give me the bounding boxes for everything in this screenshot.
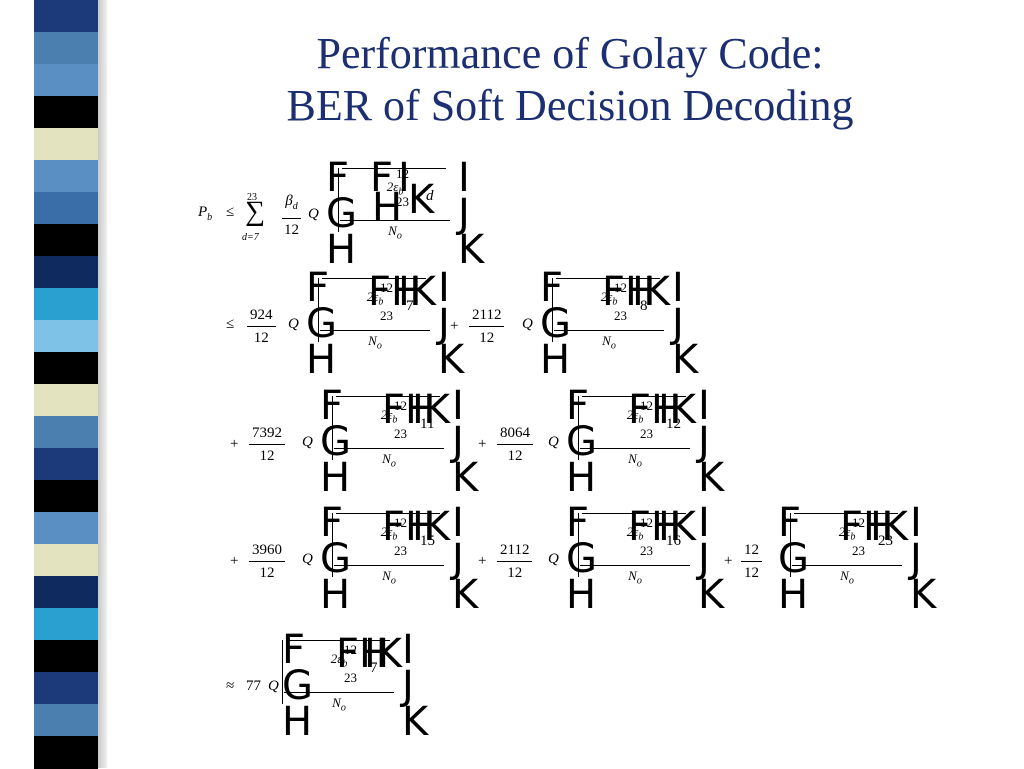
sidebar-stripe — [34, 192, 98, 225]
sidebar-stripe — [34, 160, 98, 193]
sidebar-stripe — [34, 0, 98, 33]
leq-symbol-2: ≤ — [226, 316, 235, 332]
title-line-1: Performance of Golay Code: — [316, 29, 824, 78]
sidebar-stripe — [34, 352, 98, 385]
sidebar-stripe — [34, 96, 98, 129]
sidebar-stripe — [34, 608, 98, 641]
plus-sign-4c: + — [724, 553, 733, 569]
slide-title: Performance of Golay Code: BER of Soft D… — [170, 28, 970, 132]
summation-sign: ∑ — [245, 196, 265, 227]
sum-upper-limit: 23 — [247, 192, 257, 203]
sidebar-stripe — [34, 288, 98, 321]
plus-sign-4b: + — [478, 553, 487, 569]
pb-symbol: Pb — [198, 204, 213, 223]
leq-symbol: ≤ — [226, 204, 235, 220]
sidebar-stripe — [34, 384, 98, 417]
title-line-2: BER of Soft Decision Decoding — [286, 81, 854, 130]
sidebar-stripe — [34, 256, 98, 289]
sidebar-stripe — [34, 576, 98, 609]
plus-sign-3a: + — [230, 436, 239, 452]
sidebar-stripe — [34, 704, 98, 737]
plus-sign-4a: + — [230, 553, 239, 569]
sidebar-stripe — [34, 224, 98, 257]
sidebar-stripe — [34, 672, 98, 705]
plus-sign: + — [450, 318, 459, 334]
sidebar-stripe — [34, 640, 98, 673]
plus-sign-3b: + — [478, 436, 487, 452]
sidebar-stripe — [34, 480, 98, 513]
approx-symbol: ≈ — [226, 678, 235, 694]
coefficient-77: 77 — [246, 678, 261, 694]
sidebar-stripe — [34, 416, 98, 449]
sidebar-stripe — [34, 512, 98, 545]
sum-lower-limit: d=7 — [242, 232, 259, 243]
sidebar-stripe — [34, 448, 98, 481]
decorative-sidebar-stripes — [34, 0, 98, 769]
sidebar-stripe — [34, 736, 98, 769]
sidebar-stripe — [34, 64, 98, 97]
beta-over-12-fraction: βd 12 — [281, 190, 302, 241]
sidebar-stripe — [34, 32, 98, 65]
sidebar-stripe — [34, 128, 98, 161]
sidebar-shadow-edge — [98, 0, 107, 768]
sidebar-stripe — [34, 320, 98, 353]
sidebar-stripe — [34, 544, 98, 577]
